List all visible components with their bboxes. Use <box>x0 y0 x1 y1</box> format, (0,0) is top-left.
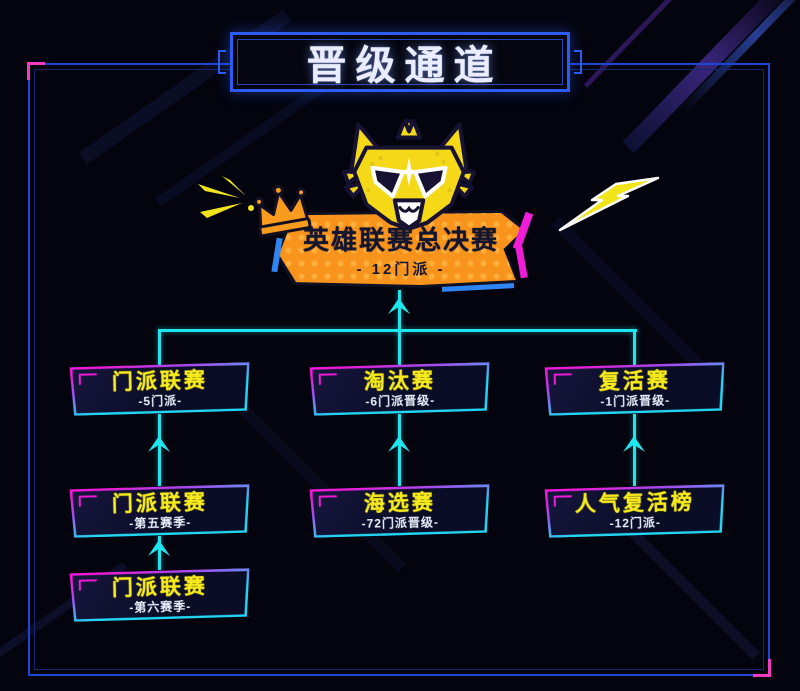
connector-left-drop <box>158 329 161 366</box>
stage-box-league-season5: 门派联赛 -第五赛季- <box>69 484 250 538</box>
stage-box-knockout: 淘汰赛 -6门派晋级- <box>309 362 490 416</box>
connector-qualifier-row1 <box>398 414 401 486</box>
stage-subtitle: -12门派- <box>609 514 662 531</box>
stage-box-popularity-list: 人气复活榜 -12门派- <box>544 484 725 538</box>
stage-title: 复活赛 <box>598 368 672 394</box>
spark-lines-icon <box>198 176 254 218</box>
stage-subtitle: -6门派晋级- <box>365 392 436 409</box>
finals-banner: 英雄联赛总决赛 - 12门派 - <box>271 210 534 292</box>
stage-title: 人气复活榜 <box>574 490 696 516</box>
connector-league-row1 <box>158 414 161 486</box>
stage-subtitle: -第五赛季- <box>129 514 192 531</box>
connector-league-row2 <box>158 536 161 570</box>
stage-subtitle: -72门派晋级- <box>361 514 440 531</box>
stage-title: 门派联赛 <box>111 574 209 600</box>
stage-title: 海选赛 <box>363 490 437 516</box>
crown-icon <box>254 184 312 238</box>
title-bracket-right <box>574 50 582 74</box>
finals-title: 英雄联赛总决赛 <box>302 224 499 255</box>
stage-box-audition: 海选赛 -72门派晋级- <box>309 484 490 538</box>
stage-title: 门派联赛 <box>111 490 209 516</box>
page-title-banner: 晋级通道 <box>230 32 570 92</box>
connector-right-drop <box>633 329 636 366</box>
stage-box-league-5: 门派联赛 -5门派- <box>69 362 250 416</box>
connector-center-to-finals <box>398 290 401 366</box>
banner-accent-magenta-right <box>515 245 528 279</box>
stage-box-league-season6: 门派联赛 -第六赛季- <box>69 568 250 622</box>
frame-corner-accent <box>753 659 771 677</box>
lightning-bolt-icon <box>558 176 660 232</box>
finals-subtitle: - 12门派 - <box>356 260 446 278</box>
page-title: 晋级通道 <box>306 44 503 88</box>
stage-box-revival-match: 复活赛 -1门派晋级- <box>544 362 725 416</box>
stage-title: 淘汰赛 <box>363 368 437 394</box>
connector-revival-row1 <box>633 414 636 486</box>
title-bracket-left <box>218 50 226 74</box>
stage-subtitle: -第六赛季- <box>129 598 192 615</box>
wolf-mascot-icon <box>342 119 476 231</box>
stage-subtitle: -1门派晋级- <box>600 392 671 409</box>
frame-corner-accent <box>27 62 45 80</box>
finals-banner-fill: 英雄联赛总决赛 - 12门派 - <box>279 213 523 285</box>
stage-subtitle: -5门派- <box>138 393 183 408</box>
stage-title: 门派联赛 <box>111 368 209 394</box>
